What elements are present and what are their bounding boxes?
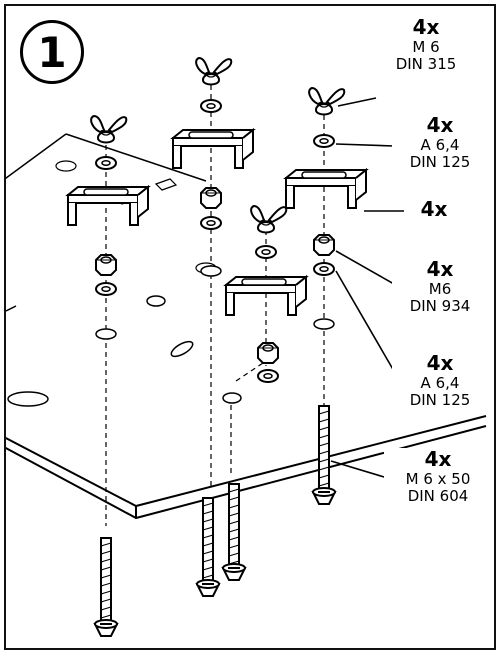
callout-hex-nut: 4x M6 DIN 934 bbox=[392, 258, 488, 316]
callout-washer-top: 4x A 6,4 DIN 125 bbox=[392, 114, 488, 172]
callout-hex-nut-qty: 4x bbox=[426, 257, 454, 281]
callout-hex-nut-standard: DIN 934 bbox=[409, 297, 471, 316]
callout-washer-bottom-size: A 6,4 bbox=[420, 374, 460, 392]
callout-bracket-qty: 4x bbox=[420, 197, 448, 221]
assembly-illustration bbox=[6, 57, 487, 637]
assembly-column-right bbox=[285, 87, 367, 505]
callout-hex-nut-size: M6 bbox=[428, 280, 452, 298]
callout-washer-bottom-standard: DIN 125 bbox=[409, 391, 471, 410]
assembly-column-left bbox=[67, 115, 149, 637]
callout-wing-nut-standard: DIN 315 bbox=[395, 55, 457, 74]
callout-screw-size: M 6 x 50 bbox=[405, 470, 471, 488]
callout-wing-nut-size: M 6 bbox=[412, 38, 440, 56]
leader-lines bbox=[330, 97, 404, 481]
assembly-column-front bbox=[222, 205, 307, 404]
callout-screw: 4x M 6 x 50 DIN 604 bbox=[384, 448, 492, 506]
callout-bracket: 4x bbox=[404, 198, 464, 221]
callout-washer-top-size: A 6,4 bbox=[420, 136, 460, 154]
step-number: 1 bbox=[20, 20, 84, 84]
callout-washer-bottom-qty: 4x bbox=[426, 351, 454, 375]
callout-washer-top-qty: 4x bbox=[426, 113, 454, 137]
assembly-column-mid bbox=[172, 57, 254, 597]
callout-wing-nut: 4x M 6 DIN 315 bbox=[376, 16, 476, 74]
callout-screw-standard: DIN 604 bbox=[407, 487, 469, 506]
callout-screw-qty: 4x bbox=[424, 447, 452, 471]
callout-washer-top-standard: DIN 125 bbox=[409, 153, 471, 172]
callout-wing-nut-qty: 4x bbox=[412, 15, 440, 39]
callout-washer-bottom: 4x A 6,4 DIN 125 bbox=[392, 352, 488, 410]
instruction-frame: 1 4x M 6 DIN 315 4x A 6,4 DIN 125 4x 4x … bbox=[4, 4, 496, 650]
